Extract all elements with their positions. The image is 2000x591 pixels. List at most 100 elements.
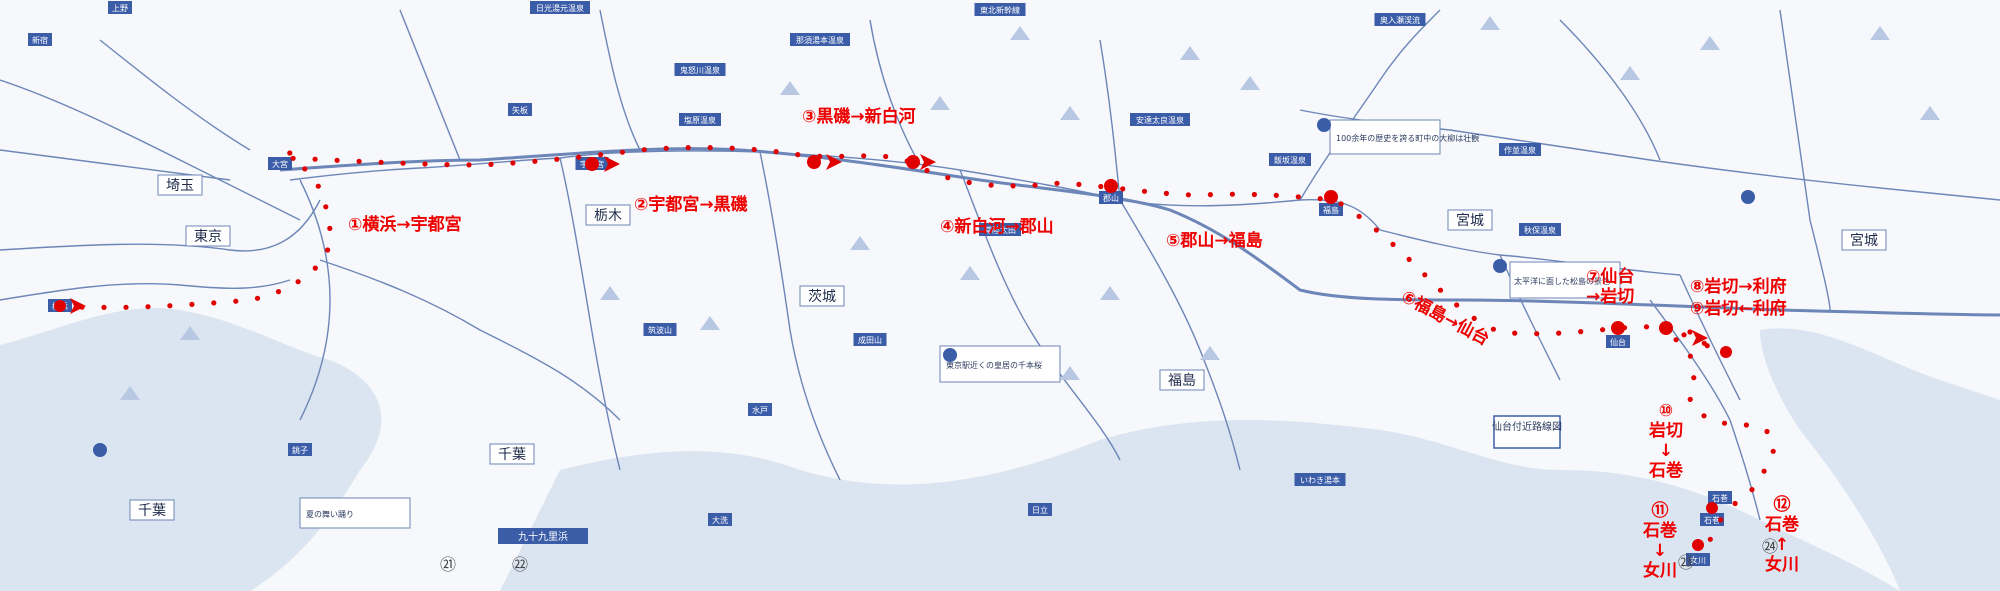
route-dot	[488, 161, 494, 167]
svg-text:仙台付近路線図: 仙台付近路線図	[1492, 420, 1562, 433]
route-dot	[123, 304, 129, 310]
place-badges: 日光湯元温泉宇都宮大宮上野新宿横浜郡山福島仙台石巻女川那須湯本温泉東北新幹線鬼怒…	[28, 1, 1732, 566]
route-dot	[1643, 324, 1650, 330]
route-dot	[1673, 337, 1679, 343]
arrow-right-icon	[70, 298, 86, 314]
svg-text:石巻: 石巻	[1648, 460, 1683, 481]
route-dot	[1010, 183, 1016, 189]
svg-text:石巻: 石巻	[1704, 515, 1720, 525]
svg-text:④新白河→郡山: ④新白河→郡山	[940, 216, 1054, 237]
svg-text:↓: ↓	[1653, 541, 1667, 561]
svg-text:⑪: ⑪	[1652, 500, 1669, 521]
svg-text:⑦仙台: ⑦仙台	[1586, 266, 1634, 287]
route-dot	[275, 289, 282, 295]
route-dot	[751, 146, 757, 153]
sendai-inset-box[interactable]: 仙台付近路線図	[1492, 415, 1562, 449]
station-shinshirakawa	[906, 155, 920, 169]
mountain-icons	[120, 16, 1940, 400]
svg-text:塩原温泉: 塩原温泉	[684, 115, 716, 125]
route-segment-label: ⑨岩切←利府	[1690, 298, 1787, 319]
route-segment-label: ⑧岩切→利府	[1690, 276, 1787, 297]
route-dot	[1743, 422, 1749, 428]
place-badge: 大洗	[708, 513, 732, 526]
place-badge: 日光湯元温泉	[530, 1, 590, 14]
page-numbers: ㉑ ㉒ ㉓ ㉔	[440, 537, 1778, 574]
route-dot	[773, 149, 779, 155]
svg-text:⑥福島→仙台: ⑥福島→仙台	[1398, 286, 1493, 350]
route-dot	[378, 159, 384, 165]
place-badge: 東北新幹線	[974, 3, 1026, 16]
svg-text:②宇都宮→黒磯: ②宇都宮→黒磯	[634, 194, 748, 215]
station-onagawa	[1692, 539, 1704, 551]
svg-text:鬼怒川温泉: 鬼怒川温泉	[680, 65, 720, 75]
place-badge: 銚子	[288, 443, 312, 456]
arrow-right-icon	[1692, 330, 1708, 346]
route-dot	[1454, 302, 1460, 308]
station-yokohama	[54, 300, 66, 312]
svg-text:福島: 福島	[1323, 205, 1339, 215]
station-rifu	[1720, 346, 1732, 358]
route-dot	[1098, 183, 1104, 190]
route-dot	[1687, 396, 1693, 402]
route-dot	[1718, 517, 1724, 523]
route-dot	[295, 279, 301, 285]
route-dot	[287, 150, 293, 156]
svg-text:東北新幹線: 東北新幹線	[980, 5, 1020, 15]
route-dot	[663, 145, 669, 151]
svg-text:女川: 女川	[1765, 554, 1799, 575]
svg-text:銚子: 銚子	[292, 445, 308, 455]
route-dot	[988, 182, 994, 188]
place-badge: 那須湯本温泉	[790, 33, 850, 46]
svg-text:埼玉: 埼玉	[166, 178, 194, 194]
map-notes: 100余年の歴史を誇る町中の大柳は壮観 夏の舞い踊り 東京駅近くの皇居の千本桜 …	[299, 119, 1621, 544]
sea-area	[0, 308, 2000, 591]
svg-text:⑩: ⑩	[1659, 401, 1673, 421]
svg-text:↑: ↑	[1775, 535, 1789, 555]
svg-text:水戸: 水戸	[752, 405, 768, 415]
route-dot	[1120, 186, 1126, 192]
route-dot	[1295, 194, 1301, 200]
route-dot	[1721, 420, 1728, 426]
svg-text:筑波山: 筑波山	[648, 325, 672, 335]
route-dot	[1701, 413, 1707, 419]
route-dot	[334, 157, 340, 163]
svg-text:那須湯本温泉: 那須湯本温泉	[796, 35, 844, 45]
svg-text:太平洋に面した松島の景色: 太平洋に面した松島の景色	[1514, 276, 1610, 286]
station-fukushima	[1324, 190, 1338, 204]
svg-text:⑨岩切←利府: ⑨岩切←利府	[1690, 298, 1787, 319]
station-sendai	[1611, 321, 1625, 335]
svg-text:岩切: 岩切	[1648, 420, 1683, 441]
svg-text:①横浜→宇都宮: ①横浜→宇都宮	[348, 214, 462, 235]
route-dot	[1471, 315, 1477, 321]
place-badge: 筑波山	[643, 323, 677, 336]
svg-text:千葉: 千葉	[498, 447, 526, 463]
route-dot	[1356, 213, 1362, 219]
svg-text:作並温泉: 作並温泉	[1504, 145, 1536, 155]
route-dot	[1207, 192, 1213, 198]
place-badge: 大宮	[268, 157, 292, 170]
route-dot	[510, 160, 516, 166]
route-dot	[1578, 329, 1584, 335]
svg-text:奥入瀬渓流: 奥入瀬渓流	[1380, 15, 1420, 25]
svg-text:栃木: 栃木	[594, 208, 622, 224]
route-segment-label: ①横浜→宇都宮	[348, 214, 462, 235]
svg-text:日立: 日立	[1032, 505, 1048, 515]
info-icon	[1317, 118, 1331, 132]
place-badge: 日立	[1028, 503, 1052, 516]
svg-text:大宮: 大宮	[272, 159, 288, 169]
svg-text:→岩切: →岩切	[1586, 286, 1634, 307]
route-dot	[1534, 331, 1540, 337]
place-badge: 鬼怒川温泉	[674, 63, 726, 76]
route-dot	[1076, 181, 1082, 187]
svg-text:郡山: 郡山	[1103, 193, 1119, 203]
station-kuroiso	[807, 155, 821, 169]
place-badge: 上野	[108, 1, 132, 14]
route-dot	[1761, 468, 1767, 474]
route-dot	[1406, 256, 1412, 262]
place-badge: 石巻	[1708, 491, 1732, 504]
route-dot	[290, 155, 296, 161]
route-dot	[1707, 536, 1713, 542]
svg-text:東京: 東京	[194, 229, 222, 245]
